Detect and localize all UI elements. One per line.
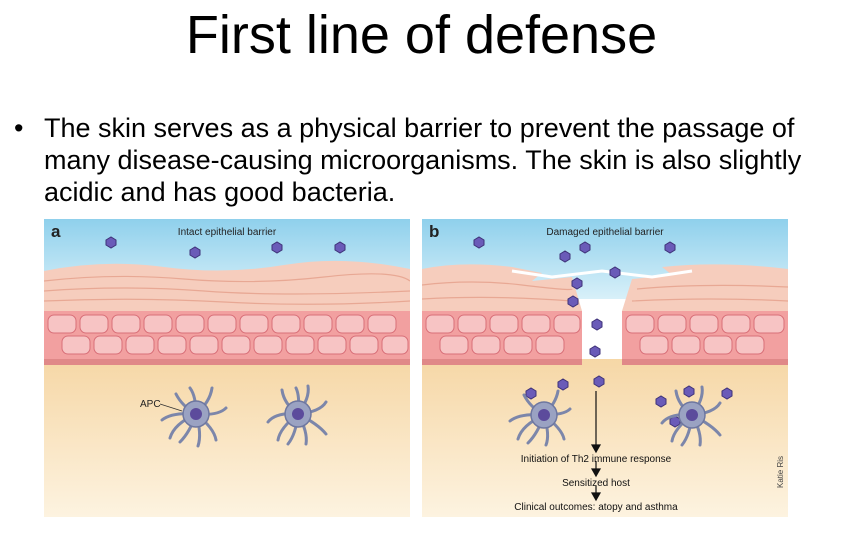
intact-barrier-illustration: [44, 219, 410, 517]
panel-b-label: Damaged epithelial barrier: [546, 227, 664, 238]
apc-cells: [182, 400, 312, 428]
allergen-icons: [473, 236, 733, 428]
illustrator-credit: Katie Ris: [776, 455, 785, 488]
epithelial-barrier-figure: a Intact epithelial barrier APC: [44, 219, 800, 519]
panel-damaged-barrier: b Damaged epithelial barrier Initiation …: [422, 219, 788, 517]
apc-cells: [530, 401, 706, 429]
flow-step-initiation: Initiation of Th2 immune response: [520, 454, 672, 465]
bullet-symbol: •: [14, 113, 24, 143]
panel-a-label: Intact epithelial barrier: [177, 227, 277, 238]
slide-title: First line of defense: [185, 5, 658, 65]
panel-b-letter: b: [429, 222, 440, 241]
panel-intact-barrier: a Intact epithelial barrier APC: [44, 219, 410, 517]
flow-step-outcomes: Clinical outcomes: atopy and asthma: [514, 502, 678, 513]
damaged-barrier-illustration: [422, 219, 788, 517]
panel-a-letter: a: [51, 222, 61, 241]
flow-step-sensitized: Sensitized host: [562, 478, 630, 489]
allergen-icons: [105, 236, 346, 259]
bullet-point: • The skin serves as a physical barrier …: [14, 112, 839, 216]
flow-arrows: [590, 391, 602, 502]
apc-label: APC: [140, 399, 161, 410]
bullet-text: The skin serves as a physical barrier to…: [44, 113, 802, 207]
